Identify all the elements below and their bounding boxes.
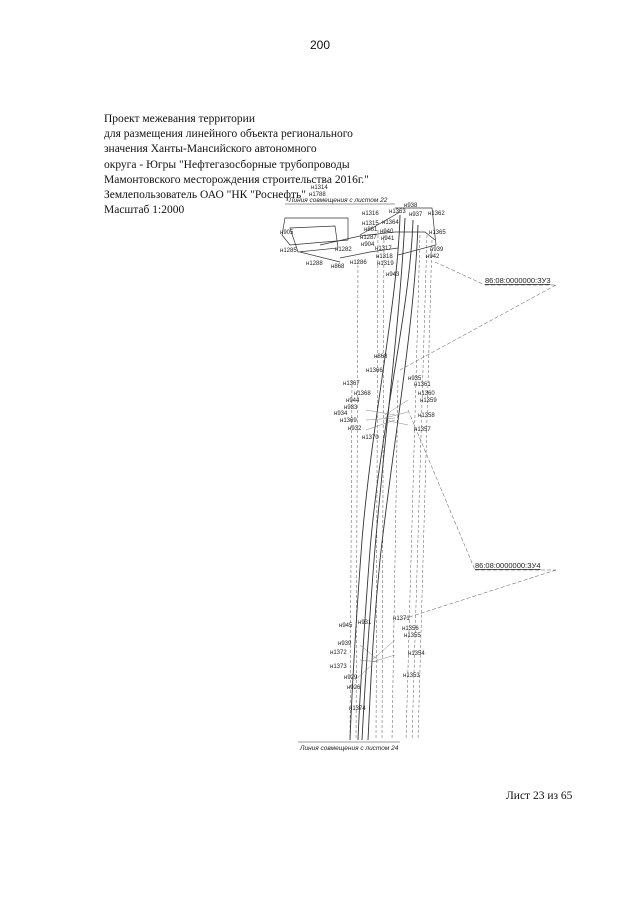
node-label: н1360 <box>418 391 435 397</box>
title-line-1: Проект межевания территории <box>104 113 255 125</box>
node-label: н926 <box>347 685 361 691</box>
node-label: н942 <box>426 254 440 260</box>
node-label: н905 <box>280 230 294 236</box>
node-label: н1367 <box>343 381 360 387</box>
cadastral-label-zu3: 86:08:0000000:ЗУ3 <box>485 276 551 285</box>
node-label: н1317 <box>375 246 392 252</box>
node-label: н934 <box>334 411 348 417</box>
node-label: н939 <box>338 641 352 647</box>
node-label: н933 <box>344 405 358 411</box>
node-label: н861 <box>364 227 378 233</box>
node-label: н1372 <box>330 650 347 656</box>
node-label: н1286 <box>350 260 367 266</box>
cadastral-leaders <box>399 261 557 621</box>
node-label: н1369 <box>340 418 357 424</box>
node-label: н1357 <box>414 427 431 433</box>
node-label: н939 <box>430 247 444 253</box>
node-label: н1370 <box>362 435 379 441</box>
node-label: н1363 <box>389 209 406 215</box>
node-label: н937 <box>409 212 423 218</box>
node-label: н1282 <box>335 247 352 253</box>
title-block: Проект межевания территории для размещен… <box>104 112 369 218</box>
node-label: н1371 <box>393 616 410 622</box>
node-label: н868 <box>374 354 388 360</box>
node-label: н1355 <box>404 633 421 639</box>
title-line-5: Мамонтовского месторождения строительств… <box>104 173 369 186</box>
junction-bottom-label: Линия совмещения с листом 24 <box>299 745 399 752</box>
node-label: н1362 <box>428 211 445 217</box>
node-label: н1356 <box>402 626 419 632</box>
node-leaders <box>354 399 409 681</box>
title-line-7: Масштаб 1:2000 <box>104 204 185 217</box>
node-label: н1287 <box>360 235 377 241</box>
pipelines <box>349 214 419 741</box>
top-parcels <box>281 207 437 263</box>
node-label: н1319 <box>377 261 394 267</box>
node-label: н1353 <box>403 673 420 679</box>
node-label: н1361 <box>414 382 431 388</box>
node-label: н1366 <box>366 368 383 374</box>
node-label: н1373 <box>330 664 347 670</box>
cadastral-label-zu4: 86:08:0000000:ЗУ4 <box>475 561 541 570</box>
junction-top-label: Линия совмещения с листом 22 <box>288 197 388 204</box>
sheet-footer: Лист 23 из 65 <box>506 790 573 802</box>
title-line-3: значения Ханты-Мансийского автономного <box>104 143 317 156</box>
node-label: н931 <box>358 620 372 626</box>
title-line-4: округа - Югры "Нефтегазосборные трубопро… <box>104 158 350 171</box>
node-label: н1318 <box>376 254 393 260</box>
node-label: н1288 <box>306 261 323 267</box>
node-label: н1314 <box>311 185 328 191</box>
node-label: н944 <box>346 398 360 404</box>
node-label: н943 <box>386 272 400 278</box>
node-label: н932 <box>348 426 362 432</box>
title-line-2: для размещения линейного объекта региона… <box>104 128 353 141</box>
node-label: н941 <box>381 236 395 242</box>
node-label: н1788 <box>309 192 326 198</box>
node-label: н868 <box>331 264 345 270</box>
node-label: н1359 <box>420 398 437 404</box>
node-label: н1358 <box>418 413 435 419</box>
node-label: н929 <box>344 675 358 681</box>
page-number: 200 <box>309 38 331 52</box>
node-label: н1354 <box>408 651 425 657</box>
junction-lines <box>285 203 400 743</box>
title-line-6: Землепользователь ОАО "НК "Роснефть" <box>104 189 306 202</box>
node-label: н1374 <box>349 706 366 712</box>
node-label: н940 <box>380 229 394 235</box>
node-label: н1315 <box>362 221 379 227</box>
node-label: н1285 <box>280 248 297 254</box>
node-label: н1316 <box>362 211 379 217</box>
node-label: н945 <box>339 623 353 629</box>
node-label: н1365 <box>429 230 446 236</box>
node-label: н904 <box>361 242 375 248</box>
node-label: н1368 <box>354 391 371 397</box>
node-label: н938 <box>404 203 418 209</box>
node-label: н1364 <box>382 220 399 226</box>
node-label: н935 <box>408 376 422 382</box>
